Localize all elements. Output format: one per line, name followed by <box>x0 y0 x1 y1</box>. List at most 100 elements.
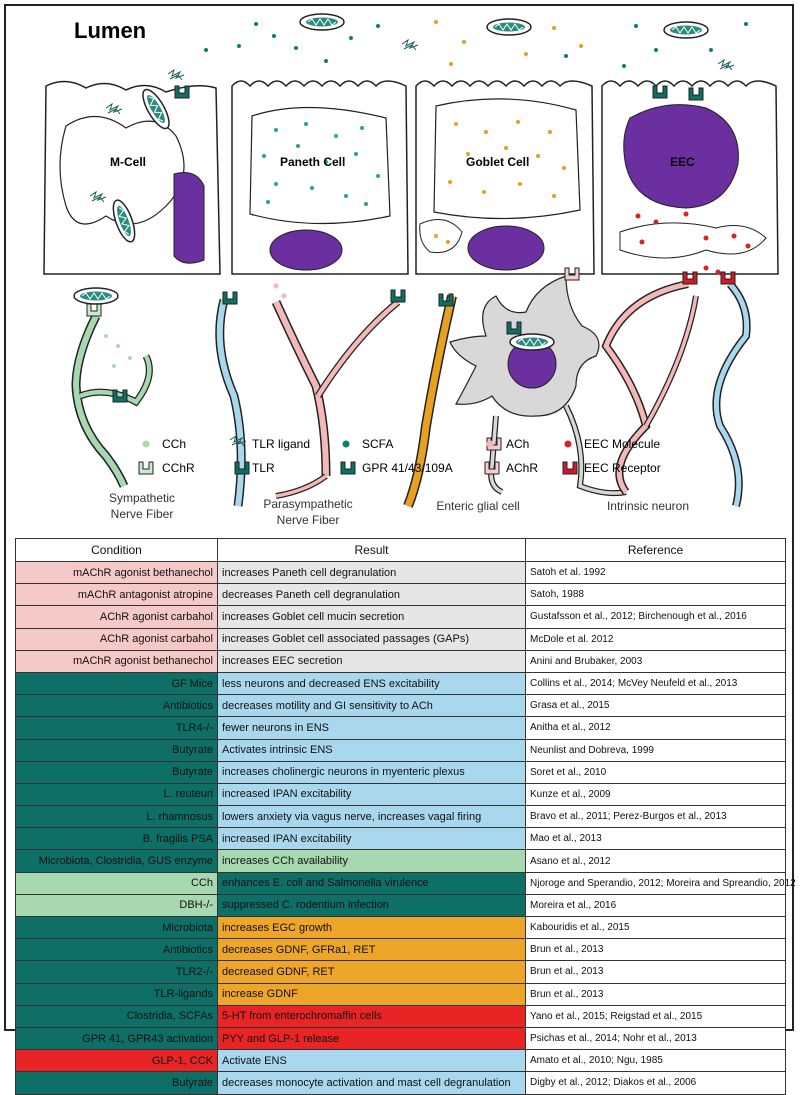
legend-label: TLR <box>252 461 275 475</box>
lumen-label: Lumen <box>74 18 146 43</box>
eec-cell: EEC <box>601 80 779 275</box>
cell-reference: Amato et al., 2010; Ngu, 1985 <box>525 1049 786 1073</box>
cell-reference: Yano et al., 2015; Reigstad et al., 2015 <box>525 1004 786 1028</box>
cell-reference: Digby et al., 2012; Diakos et al., 2006 <box>525 1071 786 1095</box>
cell-result: increased IPAN excitability <box>217 782 526 807</box>
cell-reference: Grasa et al., 2015 <box>525 694 786 718</box>
cell-reference: Brun et al., 2013 <box>525 960 786 984</box>
cell-result: increases cholinergic neurons in myenter… <box>217 760 526 784</box>
cell-condition: AChR agonist carbahol <box>15 605 218 629</box>
cell-result: decreases Paneth cell degranulation <box>217 583 526 607</box>
cell-condition: L. rhamnosus <box>15 805 218 829</box>
cell-result: PYY and GLP-1 release <box>217 1026 526 1051</box>
cell-result: fewer neurons in ENS <box>217 716 526 740</box>
lumen-orange-dots <box>434 20 583 66</box>
tlr-ligand-icon <box>401 39 419 51</box>
cell-result: increases EEC secretion <box>217 649 526 673</box>
cell-label-paneth: Paneth Cell <box>280 155 345 169</box>
cell-reference: Psichas et al., 2014; Nohr et al., 2013 <box>525 1026 786 1051</box>
sympathetic-nerve-fiber <box>71 287 153 488</box>
caption-intrinsic-neuron: Intrinsic neuron <box>607 499 689 513</box>
cell-result: Activate ENS <box>217 1049 526 1073</box>
table-header-row: Condition Result Reference <box>15 538 786 562</box>
cell-condition: B. fragilis PSA <box>15 827 218 851</box>
cell-reference: Satoh, 1988 <box>525 583 786 607</box>
cell-result: increase GDNF <box>217 982 526 1006</box>
intrinsic-neuron <box>601 265 751 507</box>
cell-condition: Microbiota, Clostridia, GUS enzyme <box>15 849 218 873</box>
cell-condition: GPR 41, GPR43 activation <box>15 1026 218 1051</box>
gpr-receptor-icon <box>390 289 406 303</box>
tlr-ligand-icon <box>717 59 735 71</box>
cell-reference: Satoh et al. 1992 <box>525 560 786 585</box>
cell-condition: TLR2-/- <box>15 960 218 984</box>
cell-reference: Asano et al., 2012 <box>525 849 786 873</box>
cell-reference: Neunlist and Dobreva, 1999 <box>525 738 786 762</box>
cell-reference: Njoroge and Sperandio, 2012; Moreira and… <box>525 871 796 895</box>
cell-result: less neurons and decreased ENS excitabil… <box>217 671 526 696</box>
evidence-table: Condition Result Reference mAChR agonist… <box>15 538 796 1095</box>
cell-reference: Kunze et al., 2009 <box>525 782 786 807</box>
cell-condition: Butyrate <box>15 738 218 762</box>
cell-condition: AChR agonist carbahol <box>15 627 218 651</box>
cell-result: increases Goblet cell mucin secretion <box>217 605 526 629</box>
lumen-scfa-dots <box>204 22 748 68</box>
tlr-receptor-icon <box>222 291 238 305</box>
gpr-receptor-icon <box>340 461 356 475</box>
m-cell: M-Cell <box>43 80 221 275</box>
cell-reference: McDole et al. 2012 <box>525 627 786 651</box>
cell-result: increases CCh availability <box>217 849 526 873</box>
table: Condition Result Reference mAChR agonist… <box>15 538 796 1095</box>
eec-receptor-icon <box>562 461 578 475</box>
cell-reference: Mao et al., 2013 <box>525 827 786 851</box>
cell-label-eec: EEC <box>670 155 695 169</box>
header-reference: Reference <box>525 538 786 562</box>
legend-label: TLR ligand <box>252 437 310 451</box>
caption-sympathetic: Sympathetic <box>109 491 175 505</box>
cell-result: Activates intrinsic ENS <box>217 738 526 762</box>
legend-label: EEC Receptor <box>584 461 661 475</box>
neuron-captions: Sympathetic Nerve Fiber Parasympathetic … <box>109 491 689 527</box>
paneth-cell: Paneth Cell <box>231 80 409 275</box>
cell-condition: mAChR agonist bethanechol <box>15 560 218 585</box>
caption-enteric-glial: Enteric glial cell <box>436 499 519 513</box>
header-result: Result <box>217 538 526 562</box>
cell-condition: TLR-ligands <box>15 982 218 1006</box>
cell-result: enhances E. coli and Salmonella virulenc… <box>217 871 526 895</box>
cell-condition: L. reuteuri <box>15 782 218 807</box>
tlr-ligand-icon <box>167 69 185 81</box>
caption-parasympathetic: Parasympathetic <box>263 497 352 511</box>
cell-result: decreases GDNF, GFRa1, RET <box>217 938 526 962</box>
legend-label: CChR <box>162 461 195 475</box>
cell-reference: Gustafsson et al., 2012; Birchenough et … <box>525 605 786 629</box>
cell-label-goblet: Goblet Cell <box>466 155 529 169</box>
cch-dot-icon <box>142 440 150 448</box>
goblet-cell: Goblet Cell <box>415 80 595 275</box>
cell-result: increased IPAN excitability <box>217 827 526 851</box>
cell-reference: Moreira et al., 2016 <box>525 893 786 918</box>
cell-condition: Clostridia, SCFAs <box>15 1004 218 1028</box>
bacterium-icon <box>509 333 555 351</box>
cell-reference: Anitha et al., 2012 <box>525 716 786 740</box>
bacterium-icon <box>663 21 709 39</box>
legend-label: ACh <box>506 437 529 451</box>
legend-label: EEC Molecule <box>584 437 660 451</box>
bacterium-icon <box>299 13 345 31</box>
cell-result: decreases monocyte activation and mast c… <box>217 1071 526 1095</box>
cell-result: increases EGC growth <box>217 915 526 940</box>
cell-condition: mAChR antagonist atropine <box>15 583 218 607</box>
cell-condition: GLP-1, CCK <box>15 1049 218 1073</box>
